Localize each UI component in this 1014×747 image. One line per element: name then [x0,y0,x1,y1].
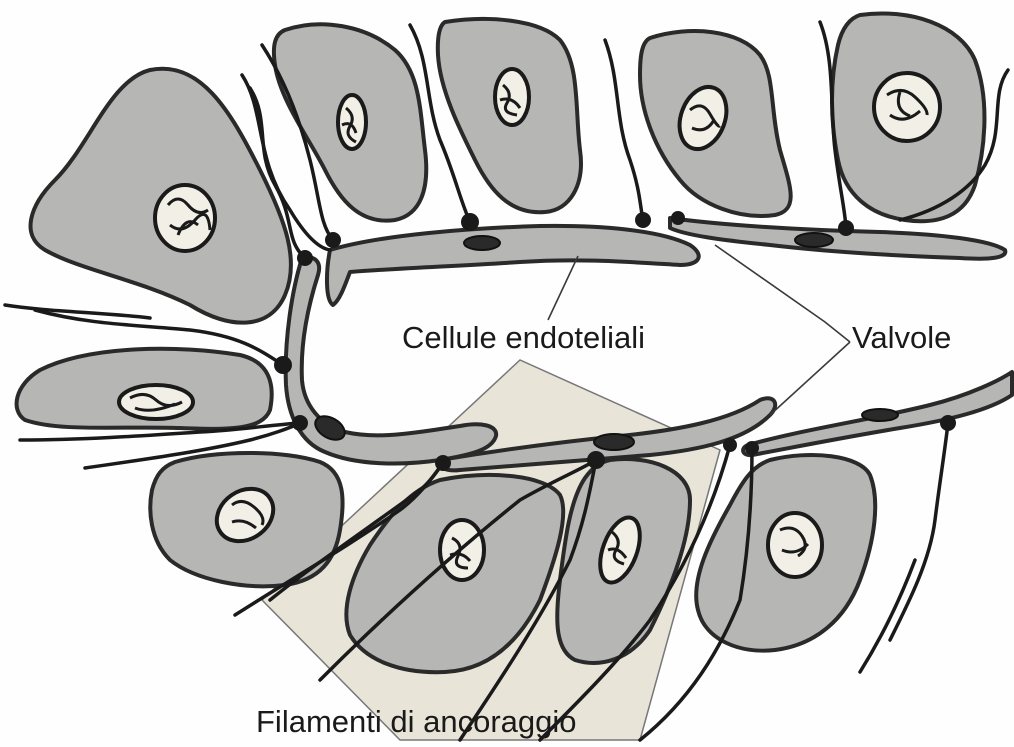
nucleus [495,69,529,125]
label-valves: Valvole [852,322,951,353]
leader-valve-upper [715,245,850,342]
tissue-cells-upper [31,13,985,322]
endothelial-cell [327,226,699,305]
label-endothelial-cells: Cellule endoteliali [402,322,645,353]
label-anchoring-filaments: Filamenti di ancoraggio [256,706,577,737]
endothelial-cell [286,257,496,463]
leader-valve-lower [770,342,850,415]
nucleus [768,513,822,577]
nucleus [874,73,940,141]
endothelial-cell [670,218,1005,259]
leader-endothelial [548,256,578,320]
